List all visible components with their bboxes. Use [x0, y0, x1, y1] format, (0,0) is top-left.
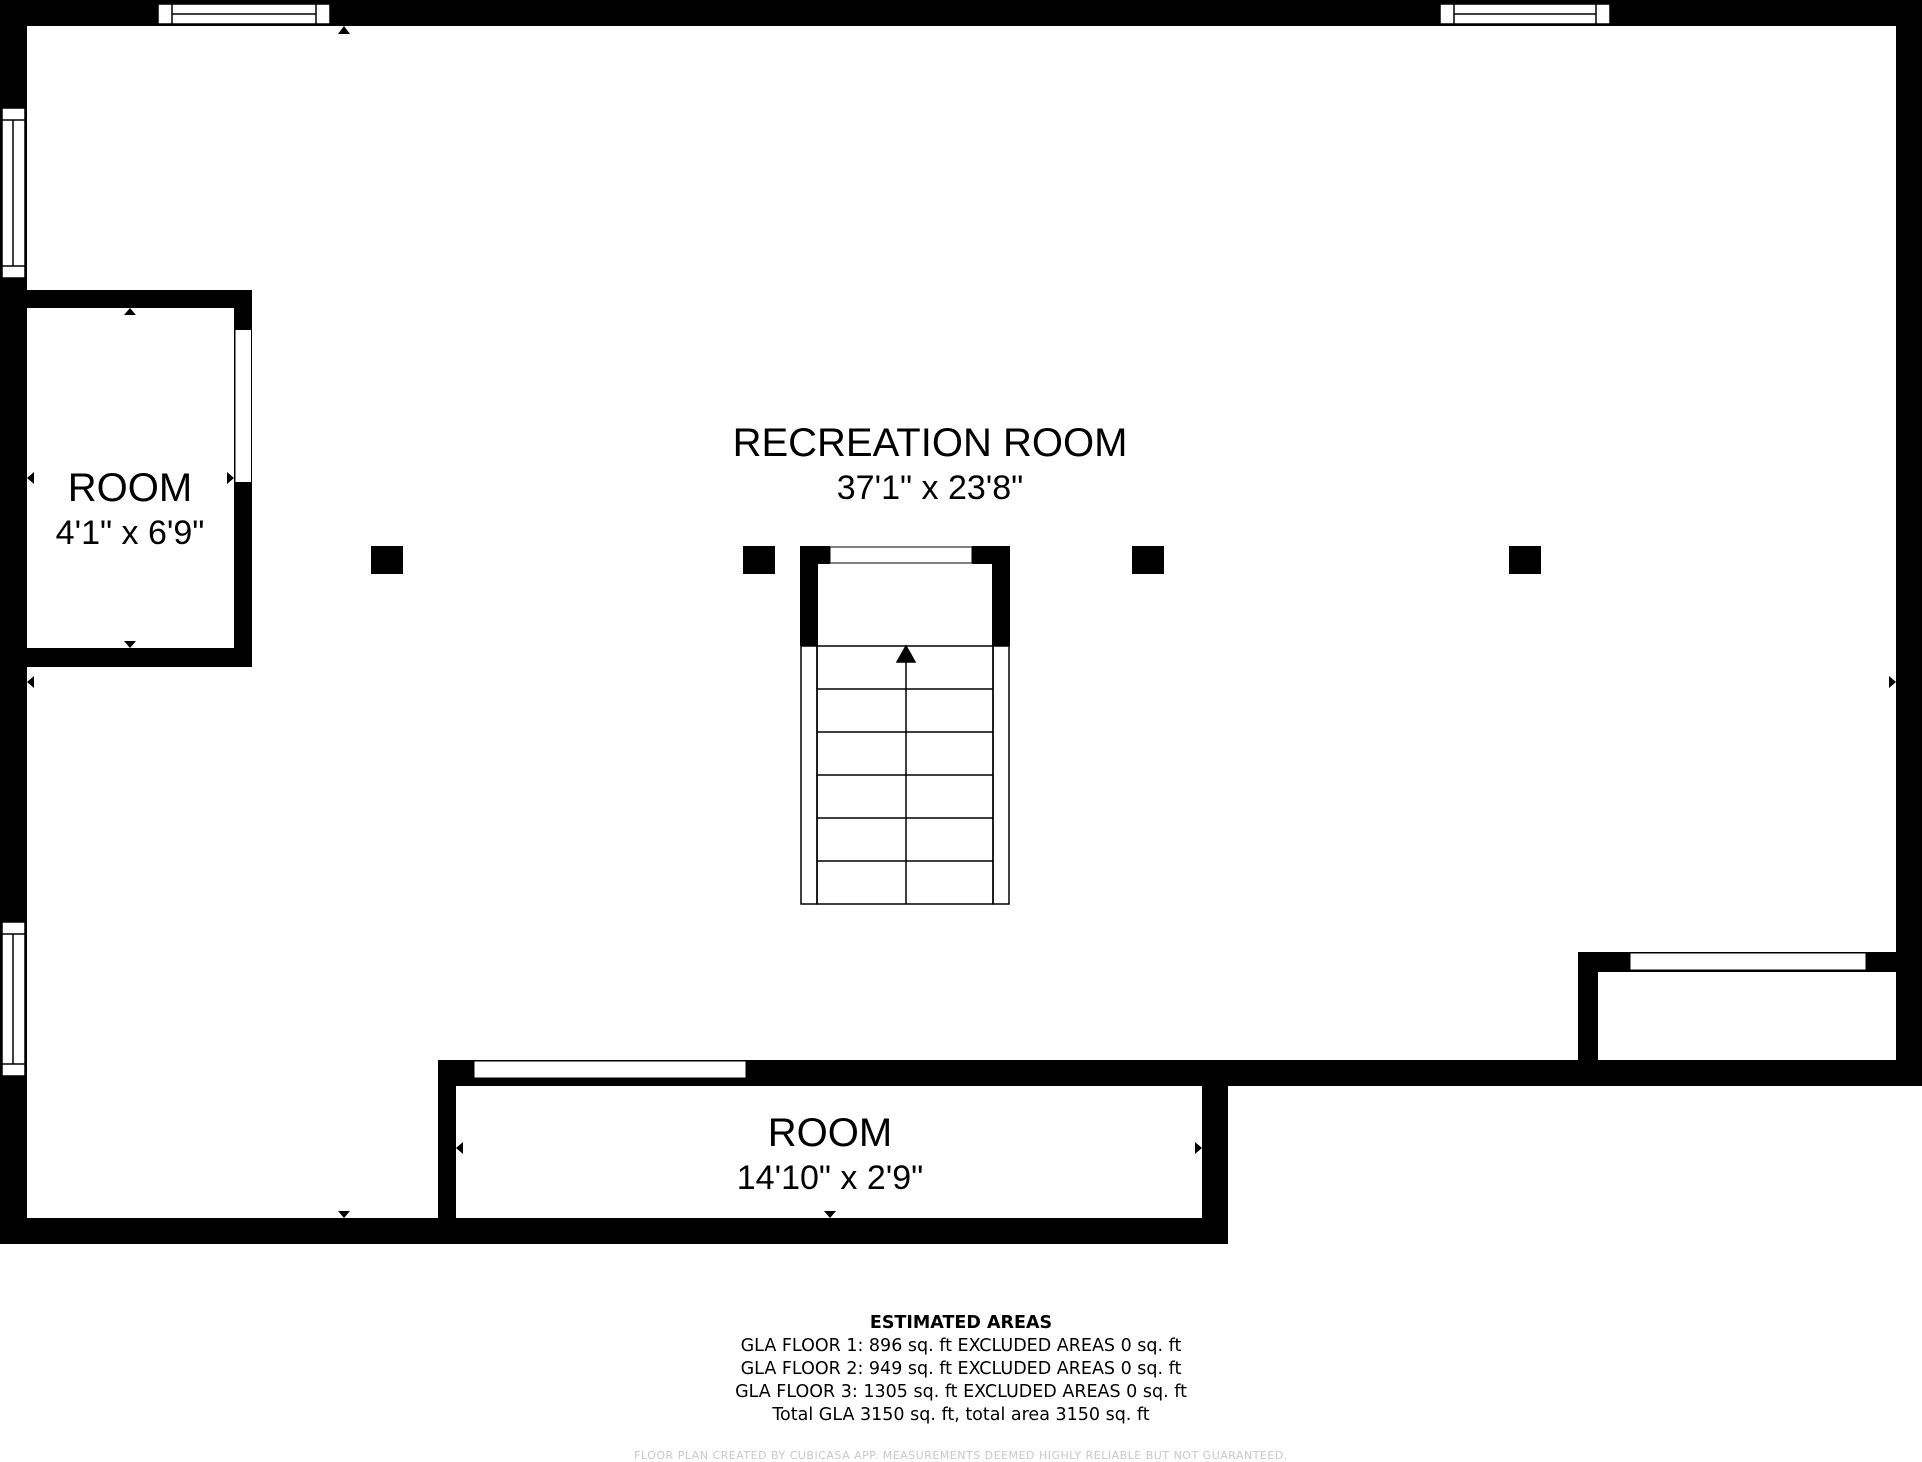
column-1 [371, 546, 403, 574]
walls [0, 0, 1922, 1244]
marker-right [1889, 676, 1896, 688]
wall-right [1896, 0, 1922, 1086]
room-label-storage: ROOM 14'10" x 2'9" [630, 1110, 1030, 1200]
area-line: GLA FLOOR 3: 1305 sq. ft EXCLUDED AREAS … [735, 1382, 1187, 1402]
storage-doorway [473, 1060, 747, 1079]
column-2 [743, 546, 775, 574]
wall-closet-top [0, 290, 252, 308]
marker-storage-left [456, 1142, 463, 1154]
room-dimensions: 37'1" x 23'8" [836, 469, 1024, 507]
room-label-closet: ROOM 4'1" x 6'9" [30, 465, 230, 555]
wall-closet-bottom [0, 648, 252, 667]
marker-storage-right [1195, 1142, 1202, 1154]
disclaimer: FLOOR PLAN CREATED BY CUBICASA APP. MEAS… [634, 1449, 1288, 1462]
estimated-areas-title: ESTIMATED AREAS [869, 1313, 1053, 1333]
marker-closet-bottom [124, 641, 136, 648]
closet-doorway [235, 330, 251, 482]
stair-wall-left [800, 546, 818, 646]
room-name: ROOM [67, 466, 193, 510]
alcove-opening [1629, 952, 1867, 971]
marker-storage-bottom [824, 1211, 836, 1218]
marker-storage-top [824, 1078, 836, 1086]
column-3 [1132, 546, 1164, 574]
marker-top [338, 26, 350, 34]
stair-top-opening [829, 546, 973, 564]
stair-wall-top-left [800, 546, 830, 564]
stair-rail-left [800, 645, 818, 905]
column-4 [1509, 546, 1541, 574]
openings [1, 3, 1611, 1077]
stair-rail-right [992, 645, 1010, 905]
marker-left [27, 676, 34, 688]
room-name: RECREATION ROOM [732, 421, 1128, 465]
wall-storage-bottom [438, 1218, 1228, 1244]
area-line: Total GLA 3150 sq. ft, total area 3150 s… [772, 1405, 1150, 1425]
area-line: GLA FLOOR 2: 949 sq. ft EXCLUDED AREAS 0… [740, 1359, 1182, 1379]
estimated-areas: ESTIMATED AREAS GLA FLOOR 1: 896 sq. ft … [0, 1312, 1922, 1427]
doorways [234, 330, 1867, 1079]
room-name: ROOM [767, 1111, 893, 1155]
wall-bottom-left [0, 1218, 452, 1244]
stair-wall-right [992, 546, 1010, 646]
wall-storage-left [438, 1060, 456, 1244]
marker-bottom-left [338, 1211, 350, 1218]
room-label-recreation: RECREATION ROOM 37'1" x 23'8" [730, 420, 1130, 510]
dimension-markers [27, 26, 1896, 1218]
stair-wall-top-right [972, 546, 1010, 564]
wall-alcove-left [1578, 952, 1598, 1086]
staircase [800, 644, 1010, 905]
wall-storage-right [1202, 1060, 1228, 1244]
area-line: GLA FLOOR 1: 896 sq. ft EXCLUDED AREAS 0… [740, 1336, 1182, 1356]
room-dimensions: 14'10" x 2'9" [736, 1159, 924, 1197]
stair-arrow-icon [895, 644, 917, 663]
marker-closet-right [227, 472, 234, 484]
marker-closet-top [124, 308, 136, 315]
marker-closet-left [27, 472, 34, 484]
room-dimensions: 4'1" x 6'9" [55, 514, 205, 552]
